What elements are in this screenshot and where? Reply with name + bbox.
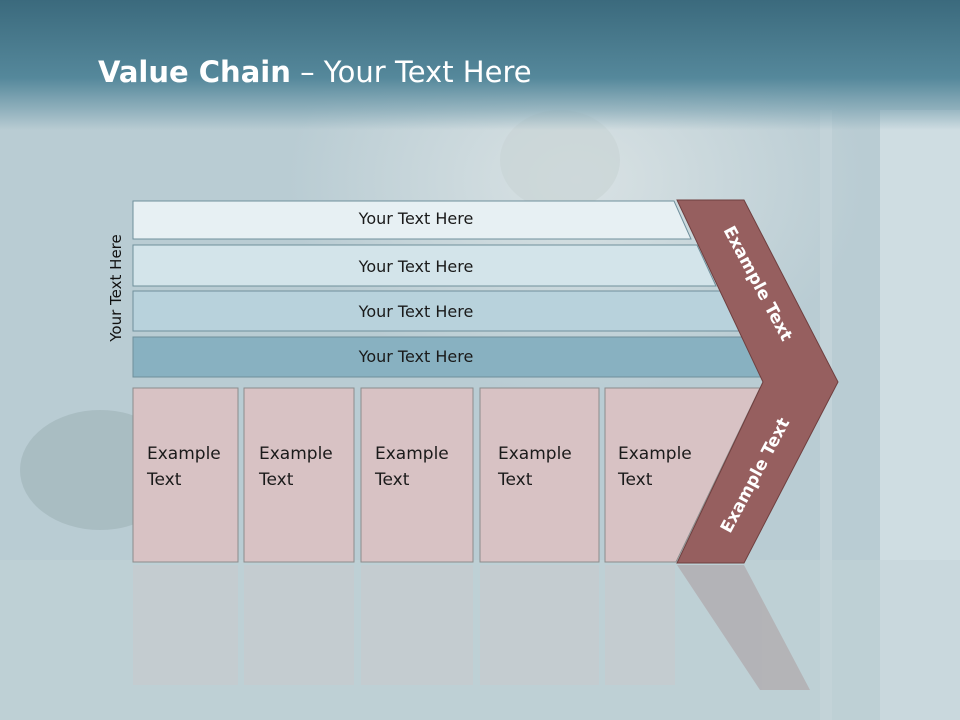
primary-box-text-4a: Example bbox=[498, 444, 572, 464]
primary-box-4 bbox=[479, 387, 600, 563]
margin-chevron bbox=[676, 199, 839, 564]
primary-box-text-1a: Example bbox=[147, 444, 221, 464]
primary-box-text-3b: Text bbox=[374, 470, 410, 490]
primary-box-2 bbox=[243, 387, 355, 563]
support-row-label-1: Your Text Here bbox=[358, 209, 474, 228]
slide-title: Value Chain – Your Text Here bbox=[98, 55, 532, 89]
support-row-label-2: Your Text Here bbox=[358, 257, 474, 276]
primary-box-text-1b: Text bbox=[146, 470, 182, 490]
title-rest: – Your Text Here bbox=[290, 55, 532, 89]
primary-box-text-5b: Text bbox=[617, 470, 653, 490]
primary-box-1 bbox=[132, 387, 239, 563]
primary-box-text-4b: Text bbox=[497, 470, 533, 490]
title-bold: Value Chain bbox=[98, 55, 291, 89]
support-row-label-4: Your Text Here bbox=[358, 347, 474, 366]
primary-box-5 bbox=[604, 387, 761, 563]
title-bar bbox=[0, 0, 960, 130]
support-row-2 bbox=[132, 244, 717, 287]
reflection bbox=[133, 565, 810, 690]
support-row-1 bbox=[132, 200, 692, 240]
primary-box-text-2b: Text bbox=[258, 470, 294, 490]
primary-box-3 bbox=[360, 387, 474, 563]
primary-box-text-2a: Example bbox=[259, 444, 333, 464]
support-row-label-3: Your Text Here bbox=[358, 302, 474, 321]
primary-box-text-3a: Example bbox=[375, 444, 449, 464]
primary-box-text-5a: Example bbox=[618, 444, 692, 464]
